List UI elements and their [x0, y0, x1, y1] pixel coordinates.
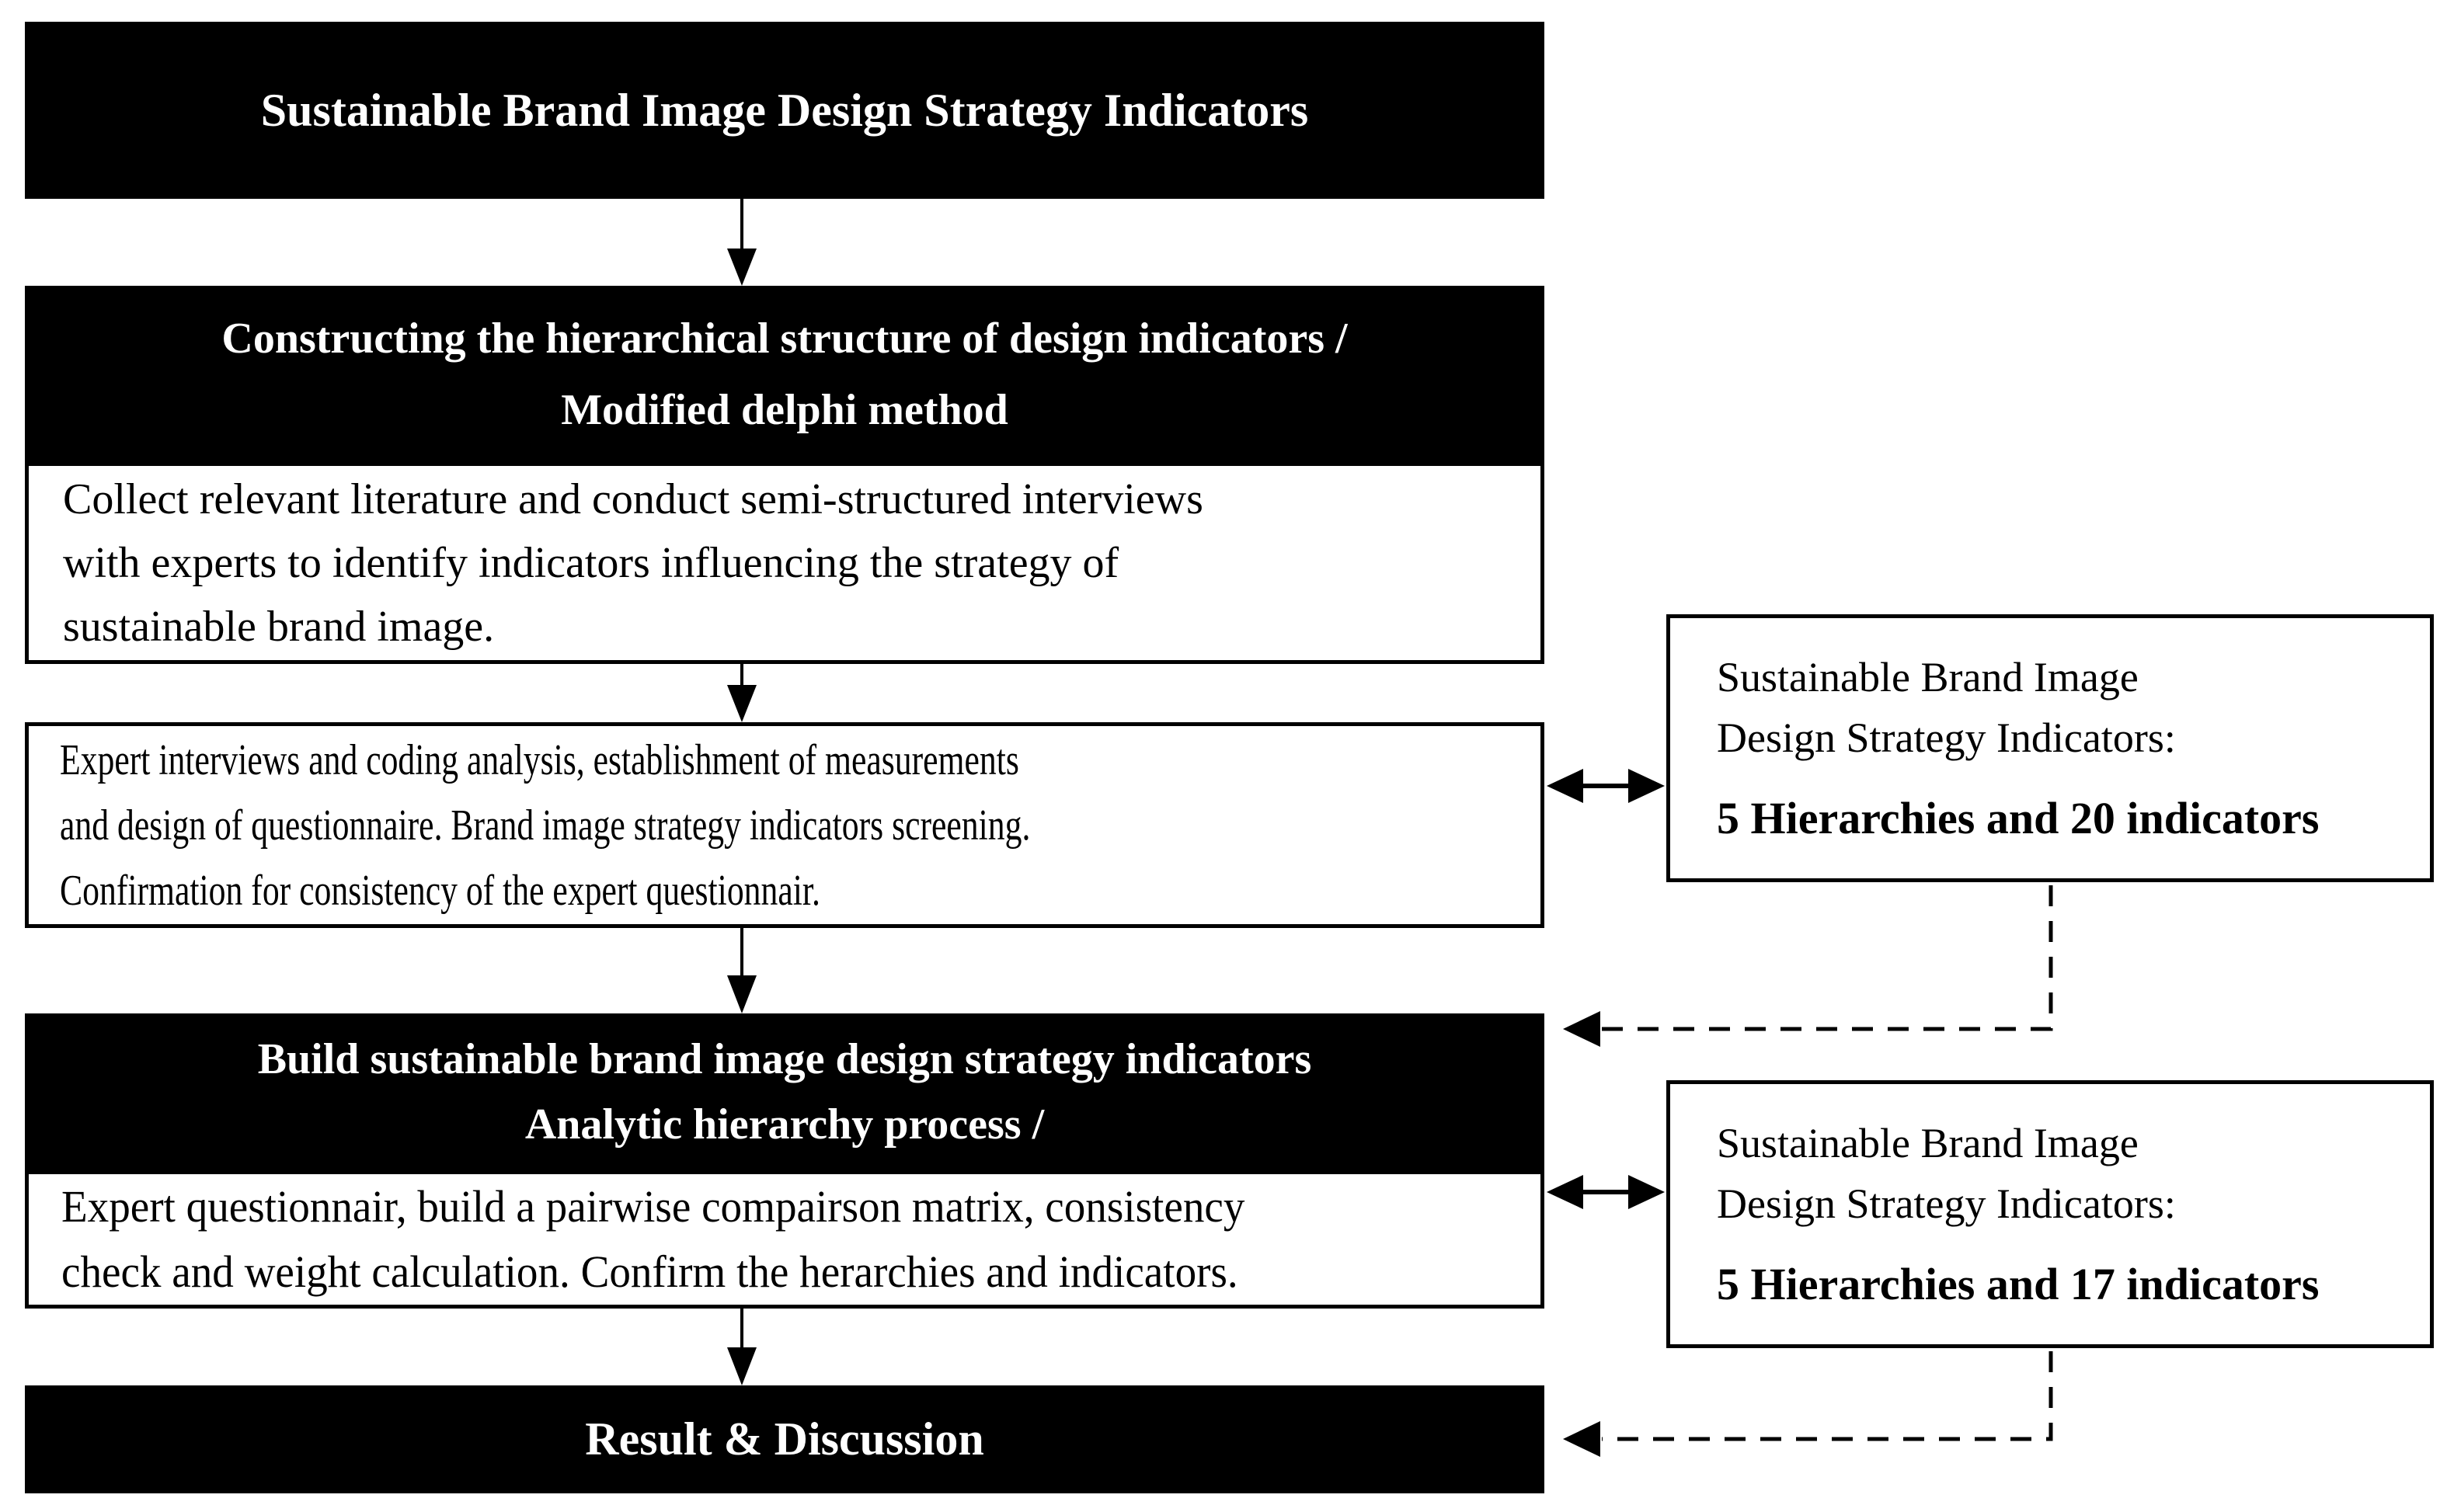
title-text: Sustainable Brand Image Design Strategy …	[260, 84, 1309, 136]
side-note-1-line1: Sustainable Brand Image	[1717, 654, 2139, 700]
phase2-description-line2: check and weight calculation. Confirm th…	[61, 1246, 1238, 1297]
side-note-2-line1: Sustainable Brand Image	[1717, 1120, 2139, 1166]
phase1-description-line3: sustainable brand image.	[63, 603, 495, 651]
phase1-description-line1: Collect relevant literature and conduct …	[63, 475, 1203, 523]
down-arrow-4	[727, 1309, 757, 1385]
screening-step: Expert interviews and coding analysis, e…	[25, 722, 1544, 928]
down-arrow-1	[727, 199, 757, 286]
screening-step-line2: and design of questionnaire. Brand image…	[60, 801, 1031, 850]
phase1-description: Collect relevant literature and conduct …	[25, 462, 1544, 664]
phase2-header-line2: Analytic hierarchy process /	[524, 1100, 1045, 1149]
result-banner: Result & Discussion	[25, 1385, 1544, 1493]
screening-step-line1: Expert interviews and coding analysis, e…	[60, 735, 1019, 784]
phase1-description-line2: with experts to identify indicators infl…	[63, 539, 1119, 587]
side-note-2-highlight: 5 Hierarchies and 17 indicators	[1717, 1259, 2320, 1309]
phase2-header-line1: Build sustainable brand image design str…	[257, 1035, 1312, 1083]
phase1-header-line1: Constructing the hierarchical structure …	[221, 314, 1348, 363]
down-arrow-3	[727, 928, 757, 1013]
phase2-description: Expert questionnair, build a pairwise co…	[25, 1170, 1544, 1309]
side-note-2-line2: Design Strategy Indicators:	[1717, 1180, 2176, 1227]
side-note-1-highlight: 5 Hierarchies and 20 indicators	[1717, 793, 2320, 843]
double-arrow-2	[1547, 1175, 1665, 1209]
phase1-header-line2: Modified delphi method	[561, 385, 1008, 434]
title-banner: Sustainable Brand Image Design Strategy …	[25, 22, 1544, 199]
result-text: Result & Discussion	[585, 1413, 984, 1465]
phase1-header: Constructing the hierarchical structure …	[25, 286, 1544, 462]
side-note-1-line2: Design Strategy Indicators:	[1717, 714, 2176, 761]
double-arrow-1	[1547, 769, 1665, 803]
dashed-feedback-arrow-1	[1563, 885, 2053, 1047]
side-note-20-indicators: Sustainable Brand Image Design Strategy …	[1666, 614, 2434, 882]
phase2-description-line1: Expert questionnair, build a pairwise co…	[61, 1181, 1245, 1232]
screening-step-line3: Confirmation for consistency of the expe…	[60, 866, 820, 915]
dashed-feedback-arrow-2	[1563, 1351, 2053, 1457]
down-arrow-2	[727, 664, 757, 722]
side-note-17-indicators: Sustainable Brand Image Design Strategy …	[1666, 1080, 2434, 1348]
phase2-header: Build sustainable brand image design str…	[25, 1013, 1544, 1170]
